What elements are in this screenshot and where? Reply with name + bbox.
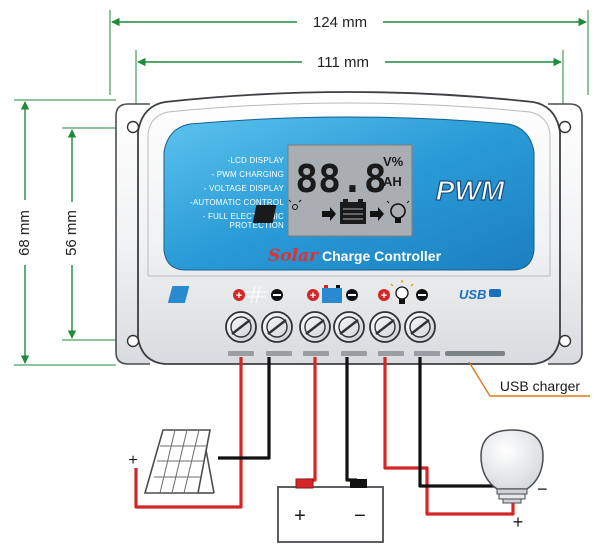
battery-negative-post	[350, 479, 367, 488]
mount-hole-bottom-left	[126, 334, 140, 348]
terminal-screw-load-positive	[369, 311, 401, 343]
mount-hole-top-right	[558, 120, 572, 134]
product-title: Solar Charge Controller	[268, 246, 442, 266]
feature-protection: PROTECTION	[230, 221, 284, 230]
inner-width-label: 111 mm	[317, 54, 369, 71]
terminal-screw-solar-negative	[261, 311, 293, 343]
feature-pwm-charging: - PWM CHARGING	[211, 170, 284, 179]
wire-battery-negative	[345, 357, 357, 482]
lamp-icon	[390, 280, 414, 304]
pwm-logo: PWM	[435, 174, 505, 206]
lcd-battery-icon	[340, 199, 366, 224]
solar-terminal-indicator: +	[167, 285, 283, 304]
bulb-minus-sign: −	[537, 479, 548, 499]
usb-port	[445, 351, 505, 356]
terminal-screw-load-negative	[404, 311, 436, 343]
svg-text:+: +	[310, 290, 316, 302]
terminal-indicators: + + +	[167, 280, 501, 304]
outer-height-label: 68 mm	[16, 210, 33, 256]
battery-icon	[322, 285, 342, 303]
terminal-screw-solar-positive	[225, 311, 257, 343]
feature-full-electronic: - FULL ELECTRONIC	[203, 212, 284, 221]
wire-load-negative	[418, 357, 500, 488]
lcd-bulb-icon	[386, 200, 410, 223]
outer-width-label: 124 mm	[313, 14, 367, 31]
solar-panel-icon	[167, 285, 267, 304]
pwm-text: PWM	[436, 175, 505, 206]
dimension-inner-width: 111 mm	[135, 50, 564, 118]
lcd-arrow-icon	[370, 207, 384, 221]
terminal-screw-battery-negative	[333, 311, 365, 343]
usb-charger-callout: USB charger	[468, 361, 590, 397]
terminal-slots	[228, 351, 505, 356]
dimension-outer-height: 68 mm	[14, 99, 116, 366]
wire-solar-negative	[218, 357, 271, 460]
inner-height-label: 56 mm	[63, 210, 80, 256]
battery-terminal-indicator: +	[307, 285, 358, 303]
mount-hole-top-left	[126, 120, 140, 134]
lcd-arrow-icon	[322, 207, 336, 221]
wire-load-positive	[383, 357, 515, 516]
mount-hole-bottom-right	[558, 334, 572, 348]
solar-word: Solar	[268, 246, 319, 266]
battery: + −	[277, 478, 384, 543]
dimension-outer-width: 124 mm	[109, 10, 589, 95]
solar-plus-sign: +	[128, 452, 137, 469]
feature-automatic-control: -AUTOMATIC CONTROL	[190, 198, 284, 207]
bulb-plus-sign: +	[513, 512, 524, 532]
wire-battery-positive	[305, 357, 317, 482]
charge-controller-word: Charge Controller	[322, 248, 442, 264]
terminal-screw-battery-positive	[299, 311, 331, 343]
usb-plug-icon	[489, 289, 501, 297]
svg-text:+: +	[236, 290, 242, 302]
light-bulb: − +	[480, 429, 548, 532]
terminal-screws	[225, 311, 436, 343]
feature-lcd-display: -LCD DISPLAY	[228, 156, 285, 165]
usb-logo: USB	[459, 287, 501, 302]
battery-plus-sign: +	[294, 505, 306, 527]
lcd-unit-bottom: AH	[383, 174, 402, 189]
battery-positive-post	[295, 478, 314, 489]
lcd-display: 88.8 V% AH	[252, 144, 413, 237]
usb-logo-text: USB	[459, 287, 486, 302]
load-terminal-indicator: +	[378, 280, 428, 304]
solar-panel: +	[128, 429, 215, 494]
svg-text:+: +	[381, 290, 387, 302]
lcd-digits: 88.8	[295, 157, 387, 201]
lcd-sun-panel-icon	[252, 199, 319, 224]
wire-solar-positive	[134, 357, 243, 509]
feature-list: -LCD DISPLAY - PWM CHARGING - VOLTAGE DI…	[190, 156, 284, 230]
feature-voltage-display: - VOLTAGE DISPLAY	[204, 184, 285, 193]
lcd-unit-top: V%	[383, 154, 404, 169]
usb-charger-label: USB charger	[500, 378, 580, 394]
battery-minus-sign: −	[354, 505, 366, 527]
